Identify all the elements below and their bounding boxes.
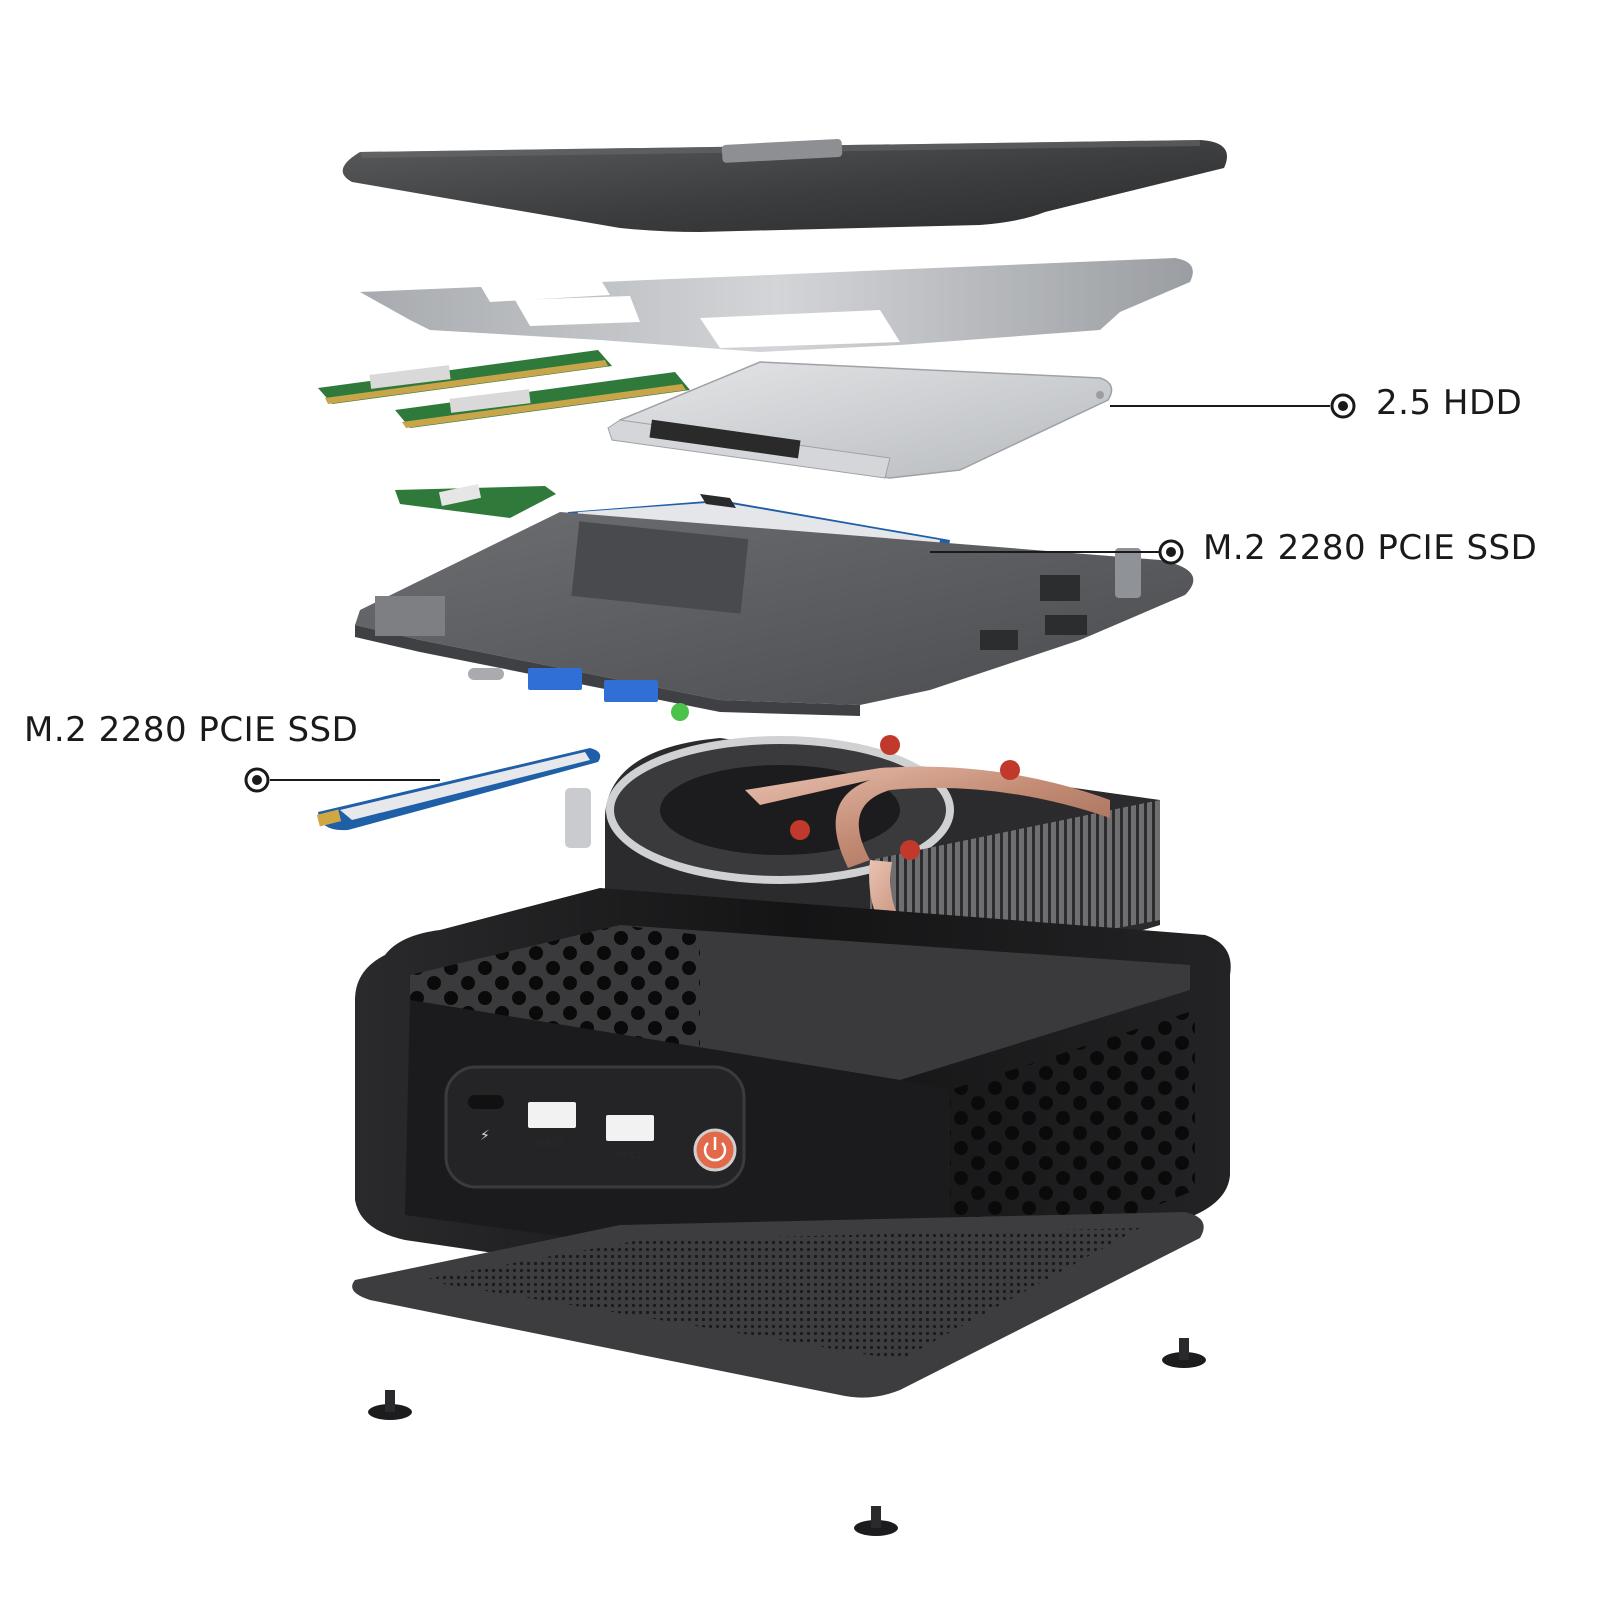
callout-hdd-label: 2.5 HDD bbox=[1376, 383, 1523, 423]
screw-icon bbox=[368, 1390, 412, 1420]
target-dot-icon bbox=[1330, 393, 1356, 419]
power-icon bbox=[703, 1142, 727, 1162]
copper-heatpipe bbox=[745, 766, 1110, 868]
sata-connector bbox=[649, 419, 801, 459]
callout-leader-hdd bbox=[1110, 393, 1356, 419]
screw-icon bbox=[1162, 1338, 1206, 1368]
bottom-plate bbox=[352, 1212, 1204, 1398]
front-usb-port-2 bbox=[606, 1115, 654, 1141]
top-lid bbox=[342, 138, 1227, 232]
rear-io-block bbox=[375, 596, 445, 636]
lid-badge bbox=[721, 138, 843, 163]
front-usb-label-2: USB3.2 bbox=[612, 1151, 641, 1160]
ram-module-2 bbox=[395, 372, 690, 428]
usb-port-blue-2 bbox=[604, 680, 658, 702]
front-usb-label-1: USB3.2 bbox=[534, 1138, 563, 1147]
callout-leader-ssd-internal bbox=[930, 539, 1184, 565]
callout-ssd-internal-label: M.2 2280 PCIE SSD bbox=[1203, 528, 1538, 568]
target-dot-icon bbox=[1158, 539, 1184, 565]
usb-c-port bbox=[468, 668, 504, 680]
cpu-socket-area bbox=[571, 521, 749, 614]
target-dot-icon bbox=[244, 767, 270, 793]
usb-port-blue-1 bbox=[528, 668, 582, 690]
chassis: ⚡ USB3.2 USB3.2 bbox=[355, 888, 1231, 1320]
screw-icon bbox=[854, 1506, 898, 1536]
status-led bbox=[671, 703, 689, 721]
front-io-panel bbox=[444, 1065, 746, 1189]
drive-bracket bbox=[360, 233, 1193, 352]
thunderbolt-port bbox=[468, 1095, 504, 1109]
external-m2-ssd bbox=[316, 748, 601, 831]
front-usb-port-1 bbox=[528, 1102, 576, 1128]
motherboard bbox=[355, 512, 1194, 721]
wifi-card bbox=[395, 483, 556, 518]
thunderbolt-icon: ⚡ bbox=[480, 1128, 490, 1144]
callout-leader-ssd-external bbox=[244, 767, 440, 793]
callout-ssd-external-label: M.2 2280 PCIE SSD bbox=[24, 710, 359, 750]
hdd-2-5 bbox=[607, 361, 1113, 479]
ram-module-1 bbox=[318, 350, 612, 404]
